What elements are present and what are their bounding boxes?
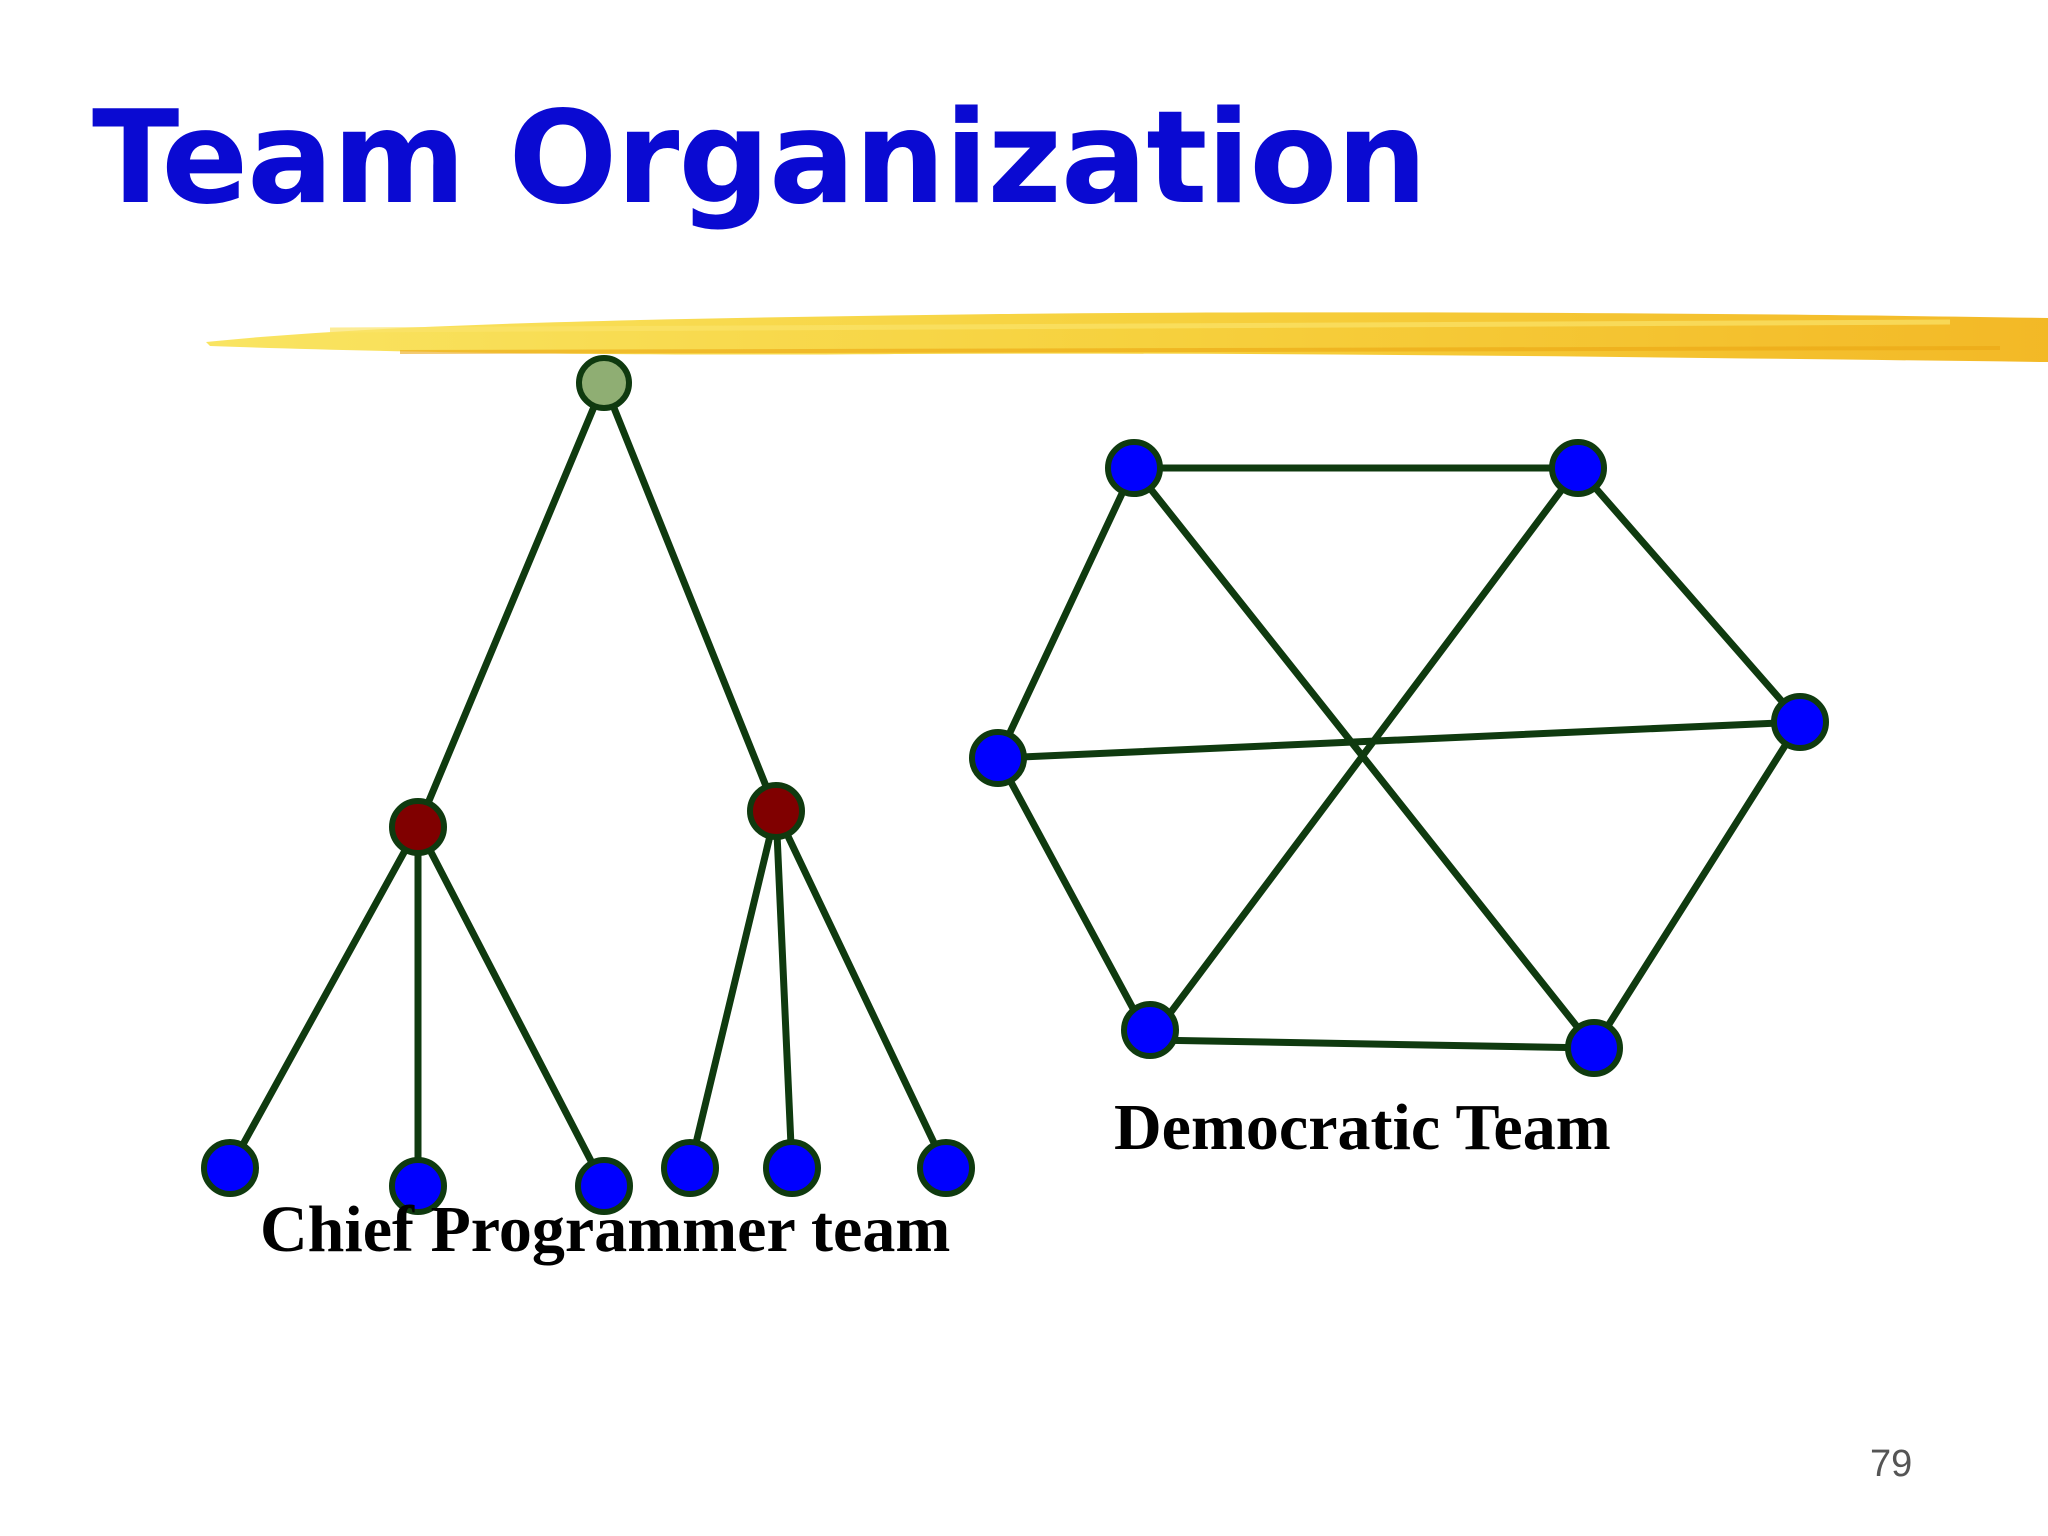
- programmer-node-4: [661, 1139, 719, 1197]
- tree-nodes: [201, 355, 975, 1215]
- edge-bottom-right-bottom-left: [1146, 1036, 1598, 1052]
- team-member-node-bottom-right: [1565, 1019, 1623, 1077]
- edge-bottom-left-left: [994, 754, 1154, 1044]
- diagonal-left-right: [994, 718, 1804, 762]
- programmer-node-5: [763, 1139, 821, 1197]
- programmer-node-1: [201, 1139, 259, 1197]
- edge-root-manager-left: [414, 379, 608, 831]
- team-member-node-top-left: [1105, 439, 1163, 497]
- slide-left-margin: [0, 0, 178, 1536]
- democratic-team-graph: [969, 439, 1829, 1077]
- team-member-node-right: [1771, 693, 1829, 751]
- edge-manager-left-leaf-3: [414, 823, 608, 1190]
- hexagon-nodes: [969, 439, 1829, 1077]
- team-member-node-bottom-left: [1121, 1001, 1179, 1059]
- tree-edges: [226, 379, 950, 1190]
- highlighter-bar: [206, 312, 2048, 362]
- hexagon-edges: [994, 464, 1804, 1052]
- edge-top-right-right: [1574, 464, 1804, 726]
- edge-right-bottom-right: [1590, 718, 1804, 1052]
- democratic-team-caption: Democratic Team: [1114, 1091, 1611, 1164]
- edge-left-top-left: [994, 464, 1138, 762]
- manager-node-left: [389, 798, 447, 856]
- edge-manager-right-leaf-4: [686, 807, 780, 1172]
- chief-programmer-team-caption: Chief Programmer team: [260, 1193, 951, 1266]
- diagonal-top-right-bottom-left: [1146, 464, 1582, 1044]
- manager-node-right: [747, 782, 805, 840]
- edge-manager-right-leaf-5: [772, 807, 796, 1172]
- edge-manager-left-leaf-1: [226, 823, 422, 1172]
- programmer-node-3: [575, 1157, 633, 1215]
- programmer-node-6: [917, 1139, 975, 1197]
- edge-root-manager-right: [600, 379, 780, 815]
- team-member-node-left: [969, 729, 1027, 787]
- programmer-node-2: [389, 1157, 447, 1215]
- page-number: 79: [1870, 1443, 1913, 1485]
- slide-title: Team Organization: [92, 84, 1427, 233]
- edge-manager-right-leaf-6: [772, 807, 950, 1172]
- chief-programmer-node: [576, 355, 632, 411]
- chief-programmer-tree: [201, 355, 975, 1215]
- team-member-node-top-right: [1549, 439, 1607, 497]
